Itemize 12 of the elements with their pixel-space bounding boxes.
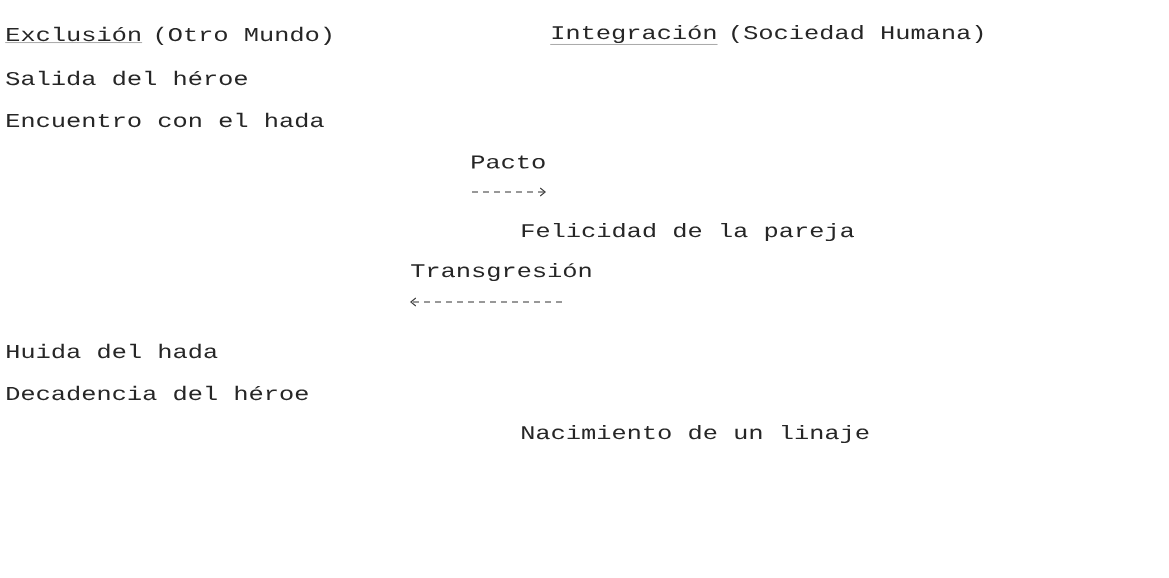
heading: Integración xyxy=(550,24,718,45)
label-text: Felicidad de la pareja xyxy=(522,222,854,242)
label-text: Transgresión xyxy=(411,262,591,282)
label-text: Encuentro con el hada xyxy=(7,112,324,128)
heading: (Sociedad Humana) xyxy=(732,24,983,44)
heading: (Otro Mundo) xyxy=(156,26,331,45)
label-text: Nacimiento de un linaje xyxy=(522,424,869,444)
label-text: Huida del hada xyxy=(7,343,218,359)
label-text: Salida del héroe xyxy=(6,70,247,86)
heading: Exclusión xyxy=(5,26,143,43)
label-text: Pacto xyxy=(472,155,545,169)
label-text: Decadencia del héroe xyxy=(7,385,308,401)
